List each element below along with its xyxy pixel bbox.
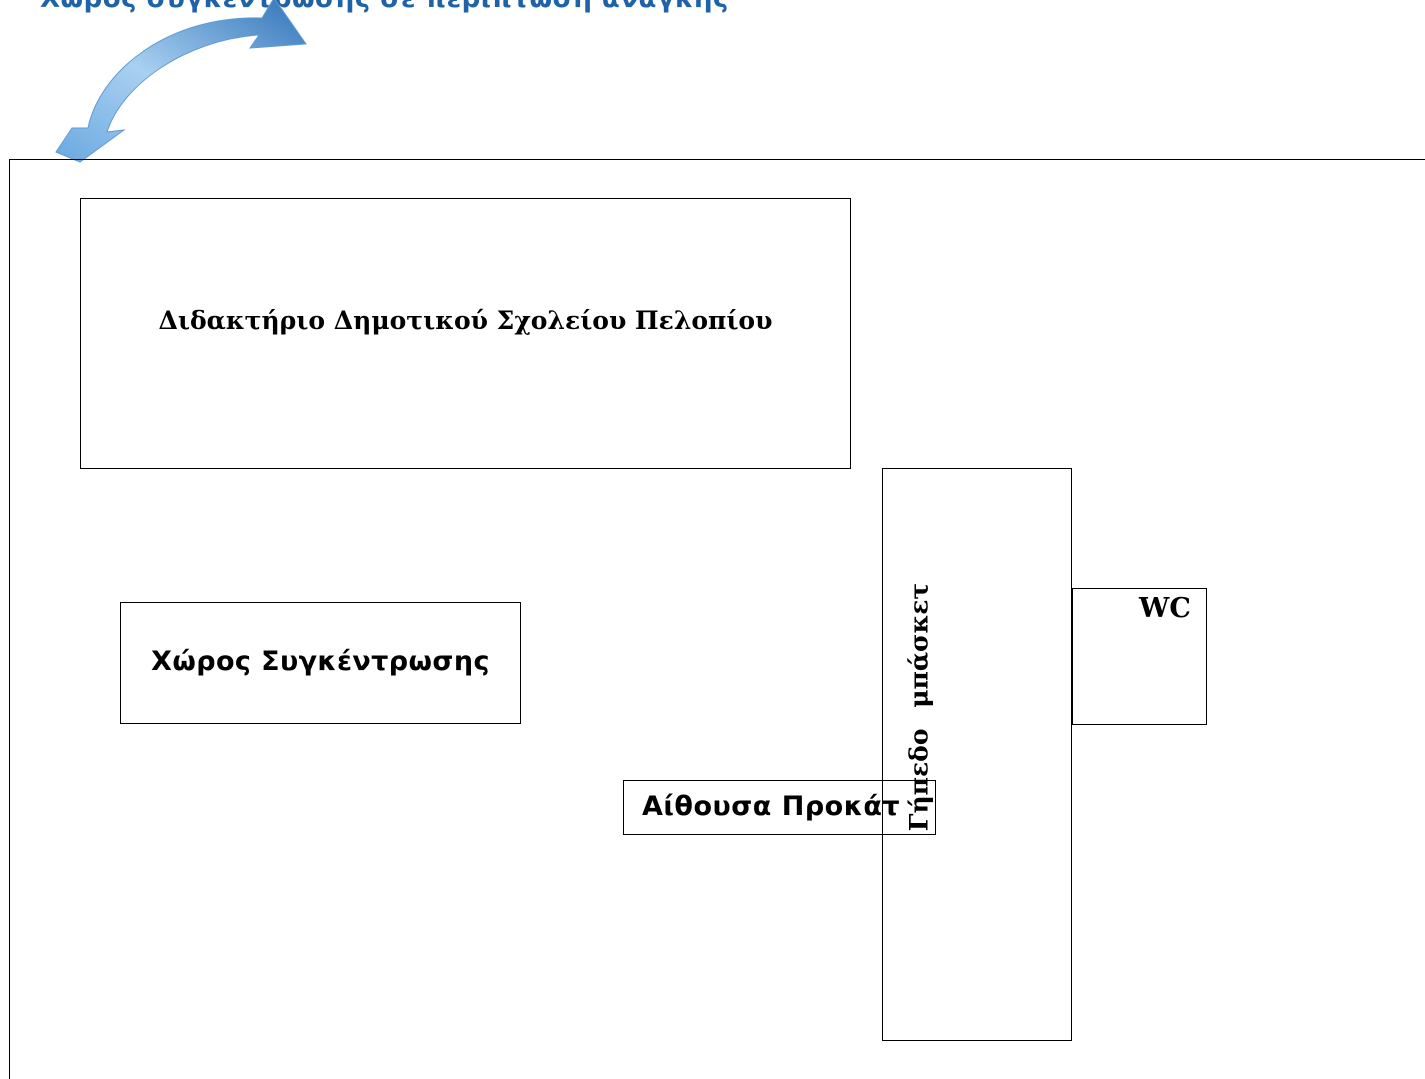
prefab-room: Αίθουσα Προκάτ — [623, 780, 936, 835]
wc-building: WC — [1072, 588, 1207, 725]
assembly-area: Χώρος Συγκέντρωσης — [120, 602, 521, 724]
school-building-label: Διδακτήριο Δημοτικού Σχολείου Πελοπίου — [158, 306, 773, 335]
page-title: Χώρος συγκέντρωσης σε περίπτωση ανάγκης — [40, 0, 729, 15]
wc-label: WC — [1139, 593, 1191, 624]
basketball-court: Γήπεδο μπάσκετ — [882, 468, 1072, 1041]
assembly-area-label: Χώρος Συγκέντρωσης — [151, 646, 490, 677]
prefab-room-label: Αίθουσα Προκάτ — [642, 791, 901, 822]
site-boundary — [9, 159, 1425, 1079]
school-building: Διδακτήριο Δημοτικού Σχολείου Πελοπίου — [80, 198, 851, 469]
curved-arrow-icon — [55, 0, 307, 163]
